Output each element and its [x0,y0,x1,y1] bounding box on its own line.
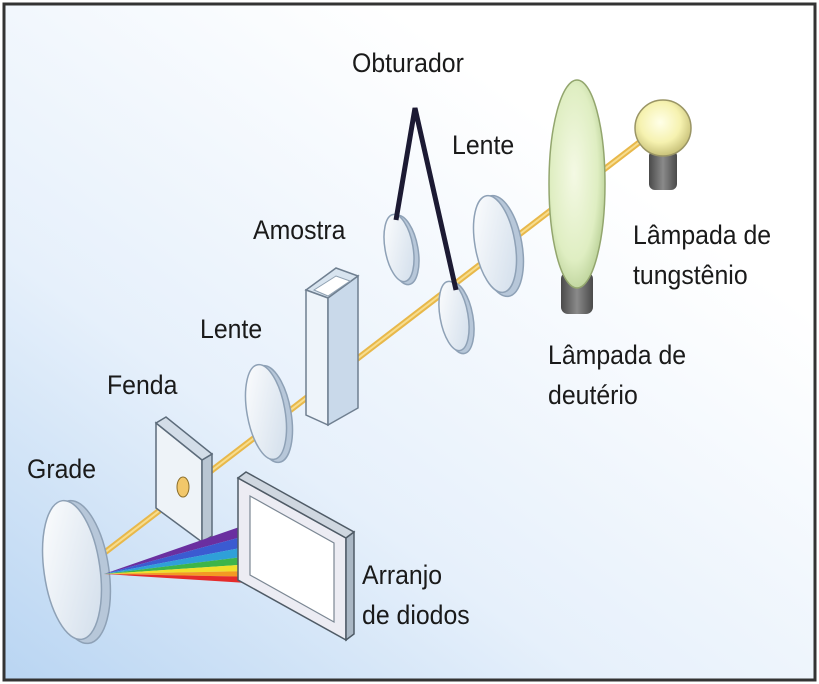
lens-middle [244,363,294,464]
shutter [383,107,475,355]
label-tungsten-lamp-line1: Lâmpada de [633,220,772,250]
label-deuterium-lamp-line2: deutério [548,380,638,410]
diode-array [236,471,356,642]
label-tungsten-lamp-line2: tungstênio [633,260,748,290]
label-amostra: Amostra [253,215,346,245]
label-diode-array-line1: Arranjo [362,560,443,590]
label-diode-array-line2: de diodos [362,600,470,630]
lens-top [472,194,525,298]
tungsten-lamp [634,99,692,190]
label-fenda: Fenda [107,370,178,400]
label-obturador: Obturador [352,48,464,78]
label-lens-top: Lente [452,130,515,160]
grating [41,499,112,645]
sample-cuvette [304,267,360,427]
label-lens-middle: Lente [200,314,263,344]
slit-plate [154,416,214,544]
label-deuterium-lamp-line1: Lâmpada de [548,340,687,370]
label-grade: Grade [27,454,97,484]
deuterium-lamp [548,79,606,314]
